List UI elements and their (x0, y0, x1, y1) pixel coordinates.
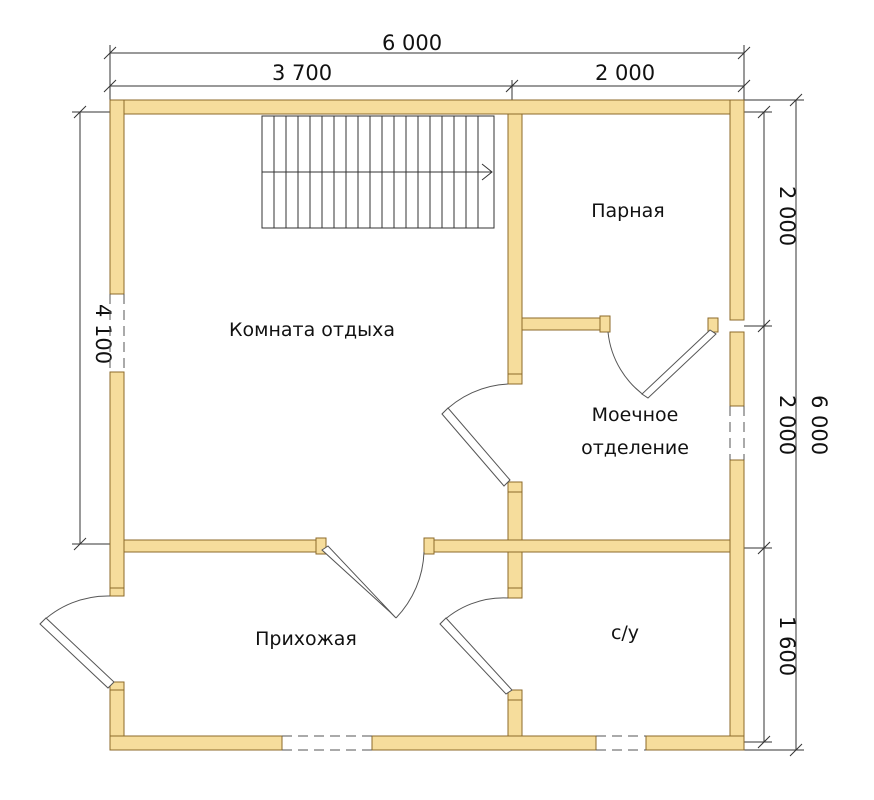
room-label-hallway: Прихожая (255, 628, 357, 650)
dim-right-middle: 2 000 (775, 395, 799, 455)
dim-left: 4 100 (91, 304, 115, 364)
room-label-washing-room-1: Моечное (592, 404, 679, 426)
dimension-lines (72, 45, 804, 757)
dim-top-total: 6 000 (382, 31, 442, 55)
dim-right-top: 2 000 (775, 186, 799, 246)
windows (109, 294, 745, 751)
dim-right-bottom: 1 600 (775, 616, 799, 676)
dim-top-right: 2 000 (595, 61, 655, 85)
room-label-rest-room: Комната отдыха (229, 319, 395, 341)
dim-right-total: 6 000 (807, 395, 831, 455)
staircase (261, 115, 495, 229)
doors (39, 329, 717, 695)
dim-top-left: 3 700 (272, 61, 332, 85)
door-jambs (109, 315, 719, 701)
room-label-bathroom: с/у (611, 622, 639, 644)
room-label-washing-room-2: отделение (581, 437, 689, 459)
room-label-steam-room: Парная (591, 200, 665, 222)
